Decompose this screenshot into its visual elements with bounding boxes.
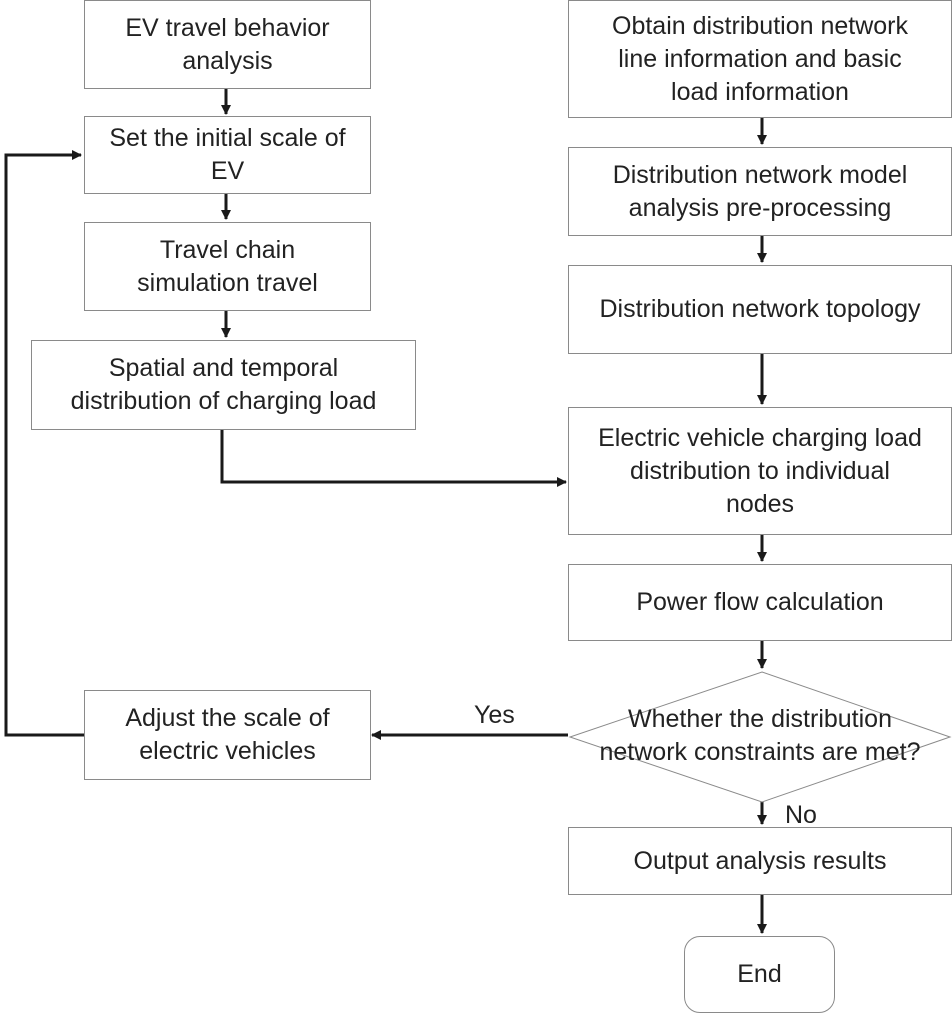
power-flow-box: Power flow calculation: [568, 564, 952, 641]
model-preprocessing-box: Distribution network model analysis pre-…: [568, 147, 952, 236]
constraints-decision-label: Whether the distribution network constra…: [599, 705, 921, 766]
obtain-info-label: Obtain distribution network line informa…: [612, 11, 908, 106]
spatial-temporal-box: Spatial and temporal distribution of cha…: [31, 340, 416, 430]
end-terminal: End: [684, 936, 835, 1013]
topology-box: Distribution network topology: [568, 265, 952, 354]
topology-label: Distribution network topology: [599, 295, 921, 323]
decision-diamond: [568, 671, 952, 803]
arrow-spatial-to-load-distribution: [220, 430, 567, 487]
power-flow-label: Power flow calculation: [636, 588, 884, 616]
output-results-box: Output analysis results: [568, 827, 952, 895]
output-results-label: Output analysis results: [633, 846, 887, 875]
travel-chain-box: Travel chain simulation travel: [84, 222, 371, 311]
set-initial-scale-box: Set the initial scale of EV: [84, 116, 371, 194]
model-preprocessing-label: Distribution network model analysis pre-…: [612, 160, 908, 222]
set-initial-scale-label: Set the initial scale of EV: [109, 124, 346, 185]
arrow-adjust-to-initial-scale: [4, 150, 84, 737]
adjust-scale-label: Adjust the scale of electric vehicles: [125, 704, 330, 765]
adjust-scale-box: Adjust the scale of electric vehicles: [84, 690, 371, 780]
load-distribution-label: Electric vehicle charging load distribut…: [598, 423, 922, 518]
yes-edge-label: Yes: [474, 701, 515, 729]
spatial-temporal-label: Spatial and temporal distribution of cha…: [70, 354, 377, 415]
load-distribution-box: Electric vehicle charging load distribut…: [568, 407, 952, 535]
no-edge-label: No: [785, 801, 817, 829]
obtain-info-box: Obtain distribution network line informa…: [568, 0, 952, 118]
ev-travel-behavior-box: EV travel behavior analysis: [84, 0, 371, 89]
ev-travel-behavior-label: EV travel behavior analysis: [125, 13, 330, 75]
travel-chain-label: Travel chain simulation travel: [137, 235, 318, 297]
end-label: End: [737, 960, 782, 988]
